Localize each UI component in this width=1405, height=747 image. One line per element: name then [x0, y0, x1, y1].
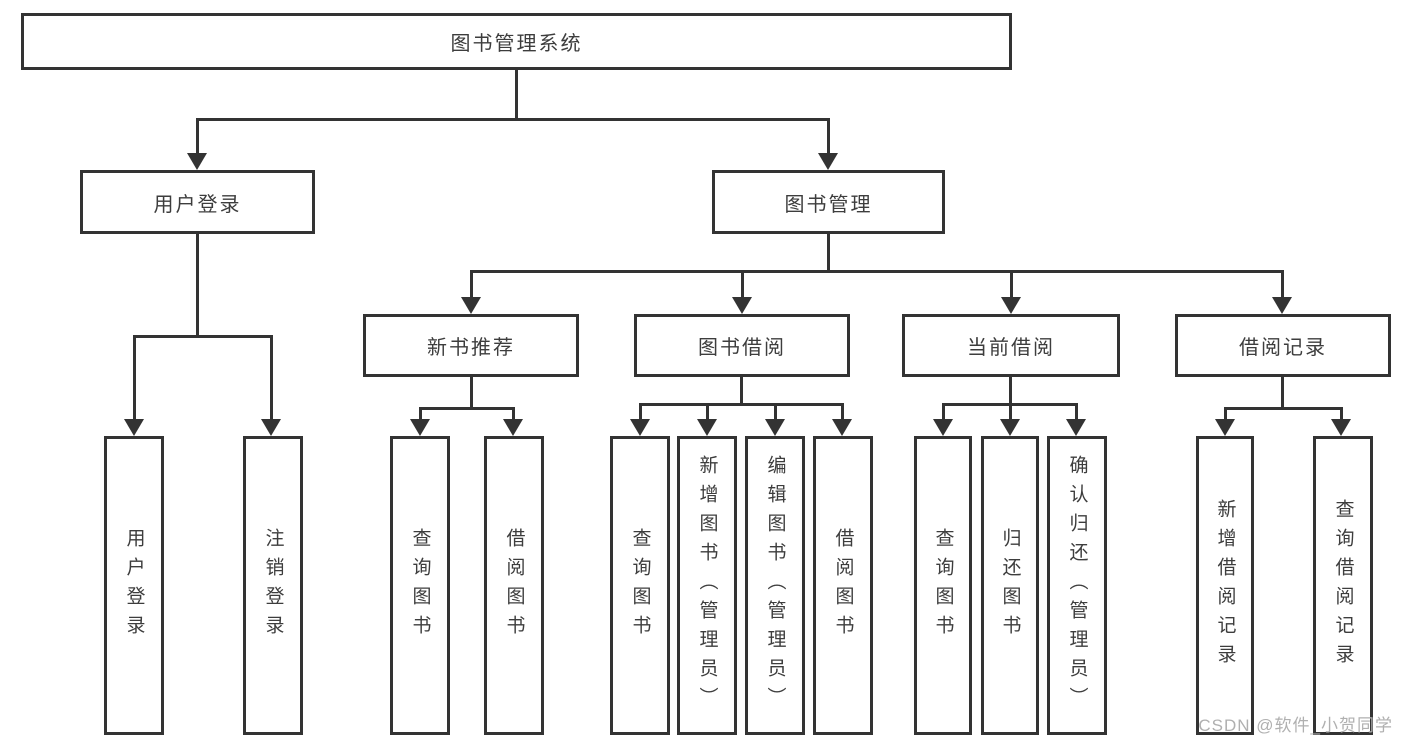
node-borrow-record: 借阅记录 [1175, 314, 1391, 377]
arrow-to-leaf-query-record [1331, 419, 1351, 436]
leaf-label: 新增借阅记录 [1214, 498, 1236, 673]
node-label: 当前借阅 [967, 337, 1055, 359]
node-label: 图书管理 [784, 193, 873, 216]
connector-to-leaf-user-login [133, 335, 136, 419]
connector-to-new-book [470, 270, 473, 298]
connector-to-leaf-add-record [1224, 407, 1227, 421]
leaf-label: 确认归还（管理员） [1066, 455, 1088, 716]
arrow-to-new-book [461, 297, 481, 314]
arrow-to-leaf-edit-books [765, 419, 785, 436]
leaf-edit-books-admin: 编辑图书（管理员） [745, 436, 805, 735]
connector-to-leaf-query-1 [419, 407, 422, 421]
connector-to-leaf-query-3 [942, 403, 945, 421]
leaf-label: 查询图书 [932, 527, 954, 644]
leaf-logout: 注销登录 [243, 436, 303, 735]
connector-to-user-login [196, 118, 199, 154]
node-label: 图书借阅 [698, 337, 786, 359]
leaf-label: 查询借阅记录 [1332, 498, 1354, 673]
leaf-query-books-2: 查询图书 [610, 436, 670, 735]
connector-to-leaf-borrow-2 [841, 403, 844, 421]
leaf-label: 用户登录 [123, 527, 145, 644]
arrow-to-leaf-add-record [1215, 419, 1235, 436]
arrow-to-book-borrow [732, 297, 752, 314]
leaf-borrow-books-2: 借阅图书 [813, 436, 873, 735]
connector-to-leaf-add-books [706, 403, 709, 421]
connector-to-leaf-query-2 [639, 403, 642, 421]
arrow-to-leaf-borrow-2 [832, 419, 852, 436]
connector-to-leaf-return [1009, 403, 1012, 421]
node-current-borrow: 当前借阅 [902, 314, 1120, 377]
connector-user-login-hline [133, 335, 273, 338]
arrow-to-leaf-user-login [124, 419, 144, 436]
leaf-label: 查询图书 [629, 527, 651, 644]
arrow-to-borrow-record [1272, 297, 1292, 314]
connector-root-stem [515, 69, 518, 118]
node-root-library-management-system: 图书管理系统 [21, 13, 1012, 70]
connector-to-book-mgmt [827, 118, 830, 154]
leaf-add-borrow-record: 新增借阅记录 [1196, 436, 1254, 735]
leaf-label: 新增图书（管理员） [696, 455, 718, 716]
arrow-to-leaf-query-1 [410, 419, 430, 436]
arrow-to-leaf-return [1000, 419, 1020, 436]
connector-to-current-borrow [1010, 270, 1013, 298]
csdn-watermark: CSDN @软件_小贺同学 [1198, 716, 1393, 735]
node-label: 图书管理系统 [450, 33, 583, 55]
leaf-label: 借阅图书 [503, 527, 525, 644]
connector-to-leaf-edit-books [774, 403, 777, 421]
node-label: 用户登录 [153, 193, 242, 216]
connector-book-mgmt-hline [470, 270, 1284, 273]
arrow-to-book-mgmt [818, 153, 838, 170]
connector-book-borrow-stem [740, 377, 743, 403]
arrow-to-leaf-logout [261, 419, 281, 436]
connector-current-borrow-stem [1009, 377, 1012, 403]
connector-to-leaf-borrow-1 [512, 407, 515, 421]
leaf-add-books-admin: 新增图书（管理员） [677, 436, 737, 735]
leaf-confirm-return-admin: 确认归还（管理员） [1047, 436, 1107, 735]
leaf-user-login: 用户登录 [104, 436, 164, 735]
leaf-label: 注销登录 [262, 527, 284, 644]
connector-new-book-stem [470, 377, 473, 407]
arrow-to-current-borrow [1001, 297, 1021, 314]
connector-book-mgmt-stem [827, 234, 830, 270]
leaf-query-borrow-record: 查询借阅记录 [1313, 436, 1373, 735]
leaf-query-books-1: 查询图书 [390, 436, 450, 735]
arrow-to-leaf-query-3 [933, 419, 953, 436]
leaf-query-books-3: 查询图书 [914, 436, 972, 735]
connector-to-leaf-confirm-return [1075, 403, 1078, 421]
leaf-borrow-books-1: 借阅图书 [484, 436, 544, 735]
leaf-label: 查询图书 [409, 527, 431, 644]
node-user-login: 用户登录 [80, 170, 315, 234]
node-book-management: 图书管理 [712, 170, 945, 234]
connector-to-book-borrow [741, 270, 744, 298]
connector-to-borrow-record [1281, 270, 1284, 298]
leaf-return-books: 归还图书 [981, 436, 1039, 735]
node-book-borrow: 图书借阅 [634, 314, 850, 377]
connector-to-leaf-logout [270, 335, 273, 419]
connector-borrow-record-stem [1281, 377, 1284, 407]
arrow-to-user-login [187, 153, 207, 170]
connector-user-login-stem [196, 234, 199, 335]
node-label: 借阅记录 [1239, 337, 1327, 359]
connector-book-borrow-hline [639, 403, 844, 406]
node-new-book-recommend: 新书推荐 [363, 314, 579, 377]
connector-to-leaf-query-record [1340, 407, 1343, 421]
node-label: 新书推荐 [427, 337, 515, 359]
arrow-to-leaf-confirm-return [1066, 419, 1086, 436]
arrow-to-leaf-borrow-1 [503, 419, 523, 436]
arrow-to-leaf-add-books [697, 419, 717, 436]
leaf-label: 借阅图书 [832, 527, 854, 644]
leaf-label: 编辑图书（管理员） [764, 455, 786, 716]
connector-root-hline [196, 118, 830, 121]
connector-borrow-record-hline [1224, 407, 1342, 410]
connector-new-book-hline [419, 407, 515, 410]
leaf-label: 归还图书 [999, 527, 1021, 644]
arrow-to-leaf-query-2 [630, 419, 650, 436]
